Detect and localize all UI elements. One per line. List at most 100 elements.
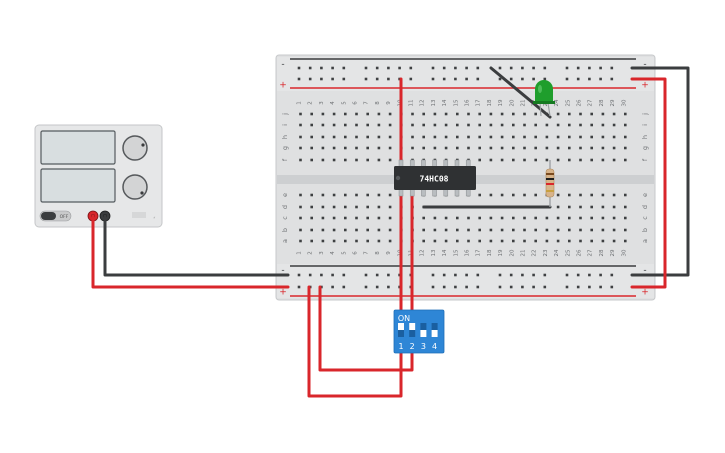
terminal-hole[interactable] [422, 216, 425, 220]
terminal-hole[interactable] [344, 193, 347, 197]
terminal-hole[interactable] [310, 112, 313, 116]
terminal-hole[interactable] [590, 146, 593, 150]
terminal-hole[interactable] [433, 112, 437, 116]
terminal-hole[interactable] [489, 146, 493, 150]
rail-hole[interactable] [342, 285, 346, 289]
terminal-hole[interactable] [299, 216, 302, 220]
terminal-hole[interactable] [478, 158, 481, 162]
terminal-hole[interactable] [299, 239, 302, 243]
rail-hole[interactable] [476, 77, 480, 81]
terminal-hole[interactable] [601, 123, 605, 127]
terminal-hole[interactable] [355, 135, 358, 139]
terminal-hole[interactable] [411, 112, 414, 116]
terminal-hole[interactable] [489, 135, 493, 139]
terminal-hole[interactable] [321, 158, 325, 162]
terminal-hole[interactable] [579, 146, 582, 150]
terminal-hole[interactable] [534, 123, 537, 127]
terminal-hole[interactable] [523, 193, 526, 197]
rail-hole[interactable] [509, 77, 513, 81]
terminal-hole[interactable] [456, 239, 459, 243]
terminal-hole[interactable] [467, 239, 470, 243]
rail-hole[interactable] [465, 285, 468, 289]
terminal-hole[interactable] [467, 123, 470, 127]
rail-hole[interactable] [498, 77, 502, 81]
terminal-hole[interactable] [388, 158, 392, 162]
terminal-hole[interactable] [332, 123, 336, 127]
terminal-hole[interactable] [355, 146, 358, 150]
terminal-hole[interactable] [500, 193, 504, 197]
terminal-hole[interactable] [456, 135, 459, 139]
rail-hole[interactable] [476, 273, 480, 277]
rail-hole[interactable] [409, 66, 413, 70]
terminal-hole[interactable] [534, 216, 537, 220]
rail-hole[interactable] [387, 77, 390, 81]
terminal-hole[interactable] [500, 239, 504, 243]
rail-hole[interactable] [442, 285, 446, 289]
terminal-hole[interactable] [332, 239, 336, 243]
rail-hole[interactable] [610, 66, 614, 70]
rail-hole[interactable] [576, 273, 580, 277]
terminal-hole[interactable] [601, 193, 605, 197]
rail-hole[interactable] [331, 273, 334, 277]
terminal-hole[interactable] [534, 239, 537, 243]
rail-hole[interactable] [565, 285, 569, 289]
terminal-hole[interactable] [500, 228, 504, 232]
terminal-hole[interactable] [500, 146, 504, 150]
terminal-hole[interactable] [299, 112, 302, 116]
terminal-hole[interactable] [388, 239, 392, 243]
terminal-hole[interactable] [321, 239, 325, 243]
rail-hole[interactable] [409, 77, 413, 81]
terminal-hole[interactable] [456, 228, 459, 232]
resistor[interactable] [545, 160, 555, 207]
terminal-hole[interactable] [310, 216, 313, 220]
terminal-hole[interactable] [321, 135, 325, 139]
terminal-hole[interactable] [478, 123, 481, 127]
terminal-hole[interactable] [489, 216, 493, 220]
terminal-hole[interactable] [579, 193, 582, 197]
terminal-hole[interactable] [321, 216, 325, 220]
terminal-hole[interactable] [556, 239, 560, 243]
terminal-hole[interactable] [556, 193, 560, 197]
terminal-hole[interactable] [624, 193, 627, 197]
rail-hole[interactable] [465, 273, 468, 277]
terminal-hole[interactable] [411, 135, 414, 139]
rail-hole[interactable] [588, 66, 591, 70]
terminal-hole[interactable] [568, 135, 571, 139]
terminal-hole[interactable] [310, 123, 313, 127]
terminal-hole[interactable] [534, 146, 537, 150]
rail-hole[interactable] [521, 66, 524, 70]
terminal-hole[interactable] [601, 135, 605, 139]
terminal-hole[interactable] [433, 228, 437, 232]
terminal-hole[interactable] [467, 146, 470, 150]
rail-hole[interactable] [532, 66, 535, 70]
terminal-hole[interactable] [299, 228, 302, 232]
terminal-hole[interactable] [556, 123, 560, 127]
rail-hole[interactable] [465, 66, 468, 70]
terminal-hole[interactable] [523, 146, 526, 150]
terminal-hole[interactable] [556, 135, 560, 139]
terminal-hole[interactable] [377, 193, 381, 197]
terminal-hole[interactable] [433, 239, 437, 243]
rail-hole[interactable] [576, 285, 580, 289]
terminal-hole[interactable] [478, 135, 481, 139]
terminal-hole[interactable] [579, 239, 582, 243]
rail-hole[interactable] [532, 273, 535, 277]
terminal-hole[interactable] [590, 228, 593, 232]
terminal-hole[interactable] [512, 228, 515, 232]
rail-hole[interactable] [431, 285, 435, 289]
rail-hole[interactable] [599, 273, 602, 277]
terminal-hole[interactable] [512, 135, 515, 139]
terminal-hole[interactable] [444, 239, 448, 243]
terminal-hole[interactable] [568, 112, 571, 116]
terminal-hole[interactable] [523, 112, 526, 116]
rail-hole[interactable] [588, 273, 591, 277]
rail-hole[interactable] [297, 285, 301, 289]
terminal-hole[interactable] [299, 205, 302, 209]
terminal-hole[interactable] [478, 239, 481, 243]
terminal-hole[interactable] [579, 112, 582, 116]
rail-hole[interactable] [543, 77, 547, 81]
terminal-hole[interactable] [321, 205, 325, 209]
terminal-hole[interactable] [512, 158, 515, 162]
terminal-hole[interactable] [355, 158, 358, 162]
